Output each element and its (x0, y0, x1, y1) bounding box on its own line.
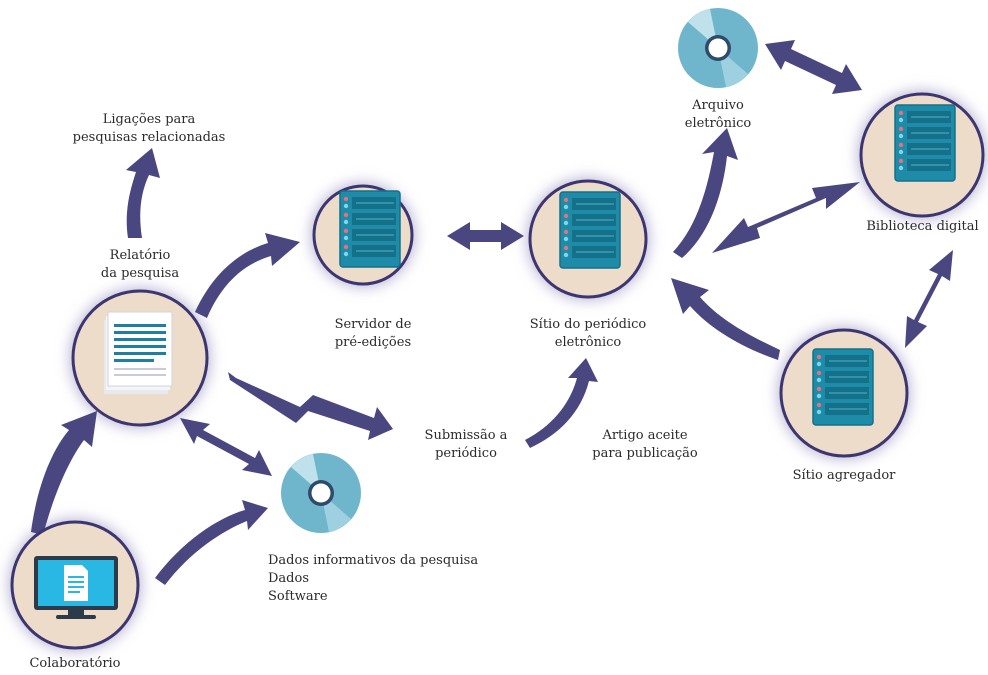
node-collaboratory (10, 520, 140, 650)
node-report (71, 289, 209, 427)
node-journal-site (528, 179, 648, 299)
arrow-library-aggregator (905, 250, 953, 348)
arrow-aggregator-to-journal (671, 278, 780, 360)
label-aggregator: Sítio agregador (792, 468, 896, 483)
label-related-links: Ligações para pesquisas relacionadas (72, 112, 226, 145)
server-icon (894, 104, 956, 182)
arrow-report-data (180, 418, 272, 476)
label-submission: Submissão a periódico (424, 428, 508, 461)
label-preprint-server: Servidor de pré-edições (334, 317, 412, 350)
flow-arrows (31, 40, 953, 585)
arrow-report-to-submission (228, 372, 393, 440)
node-preprint-server (312, 184, 414, 286)
arrow-library-journal (712, 182, 860, 253)
label-journal-site: Sítio do periódico eletrônico (529, 317, 647, 350)
label-digital-library: Biblioteca digital (866, 219, 979, 234)
disc-data-icon (281, 453, 361, 533)
arrow-collab-to-report (31, 411, 97, 535)
server-icon (339, 190, 401, 268)
label-report: Relatório da pesquisa (100, 248, 180, 281)
arrow-journal-to-archive (673, 128, 738, 258)
label-collaboratory: Colaboratório (29, 656, 121, 671)
server-icon (812, 348, 874, 426)
arrow-report-to-preprint (195, 233, 300, 318)
arrow-archive-library (765, 40, 862, 94)
document-stack-icon (104, 311, 173, 394)
monitor-icon (34, 556, 118, 619)
disc-archive-icon (678, 8, 758, 88)
node-digital-library (859, 92, 985, 218)
node-aggregator (779, 328, 909, 458)
label-research-data: Dados informativos da pesquisa Dados Sof… (268, 553, 479, 604)
server-icon (559, 191, 621, 269)
arrow-preprint-journal (447, 222, 524, 250)
arrow-submission-to-journal (525, 358, 598, 448)
label-accepted: Artigo aceite para publicação (592, 428, 698, 461)
label-archive: Arquivo eletrônico (684, 98, 752, 131)
arrow-report-to-links (126, 148, 160, 238)
arrow-collab-to-data (155, 500, 268, 585)
